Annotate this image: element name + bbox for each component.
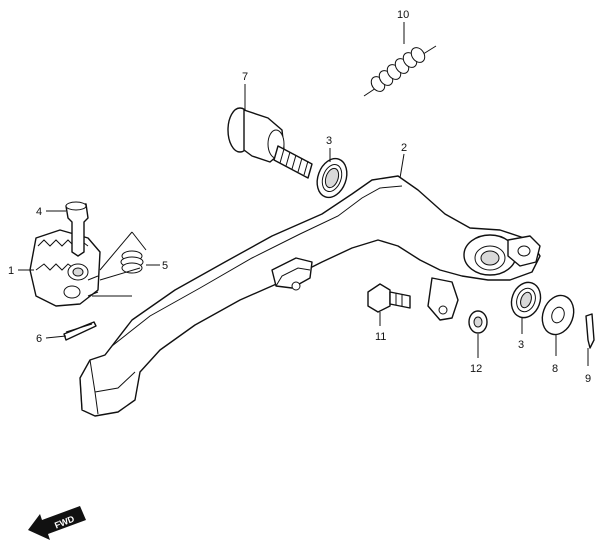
callout-1: 1: [8, 265, 14, 277]
leader-lines: [18, 22, 589, 366]
callout-8: 8: [552, 363, 558, 375]
bolt: [367, 283, 411, 313]
washer: [541, 294, 575, 336]
brake-pedal-arm: [79, 175, 541, 417]
callout-12: 12: [470, 363, 482, 375]
callout-7: 7: [242, 71, 248, 83]
callout-9: 9: [585, 373, 591, 385]
fwd-arrow: FWD: [28, 506, 86, 540]
callout-4: 4: [36, 206, 42, 218]
callout-11: 11: [375, 331, 386, 343]
footrest-tip: [29, 229, 101, 307]
pin: [65, 201, 89, 257]
cotter-pin: [63, 321, 97, 341]
return-spring: [363, 45, 437, 97]
spring: [120, 250, 144, 274]
oil-seal-lower: [510, 281, 542, 319]
bushing: [468, 310, 488, 334]
oil-seal-upper: [316, 157, 348, 199]
callout-5: 5: [162, 260, 168, 272]
callout-10: 10: [397, 9, 409, 21]
pivot-bolt: [227, 107, 313, 179]
callout-2: 2: [401, 142, 407, 154]
callout-3-upper: 3: [326, 135, 332, 147]
callout-6: 6: [36, 333, 42, 345]
callout-3-lower: 3: [518, 339, 524, 351]
cotter-pin-small: [585, 313, 595, 349]
spring-assembly-lines: [92, 231, 147, 297]
